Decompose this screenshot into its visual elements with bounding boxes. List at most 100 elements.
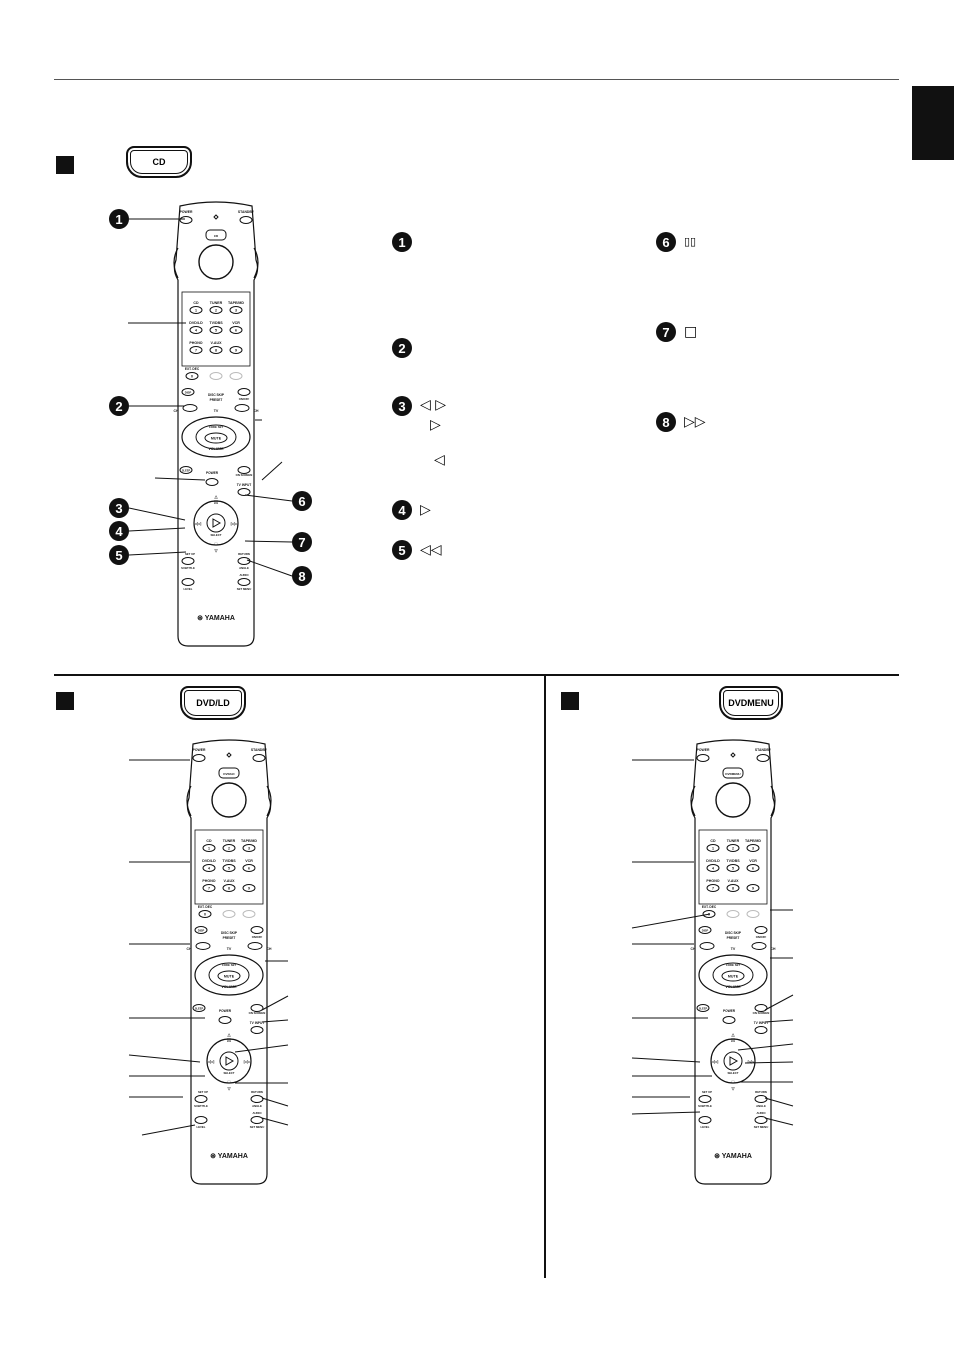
faded-key[interactable] <box>726 910 740 918</box>
level-button[interactable] <box>181 578 195 586</box>
on-off-label: ON/OFF <box>252 935 263 939</box>
input-label: CD <box>193 301 199 305</box>
number-key[interactable] <box>229 346 243 354</box>
on-screen-button[interactable] <box>237 466 251 474</box>
set-menu-button[interactable] <box>237 578 251 586</box>
on-screen-button[interactable] <box>250 1004 264 1012</box>
legend-callout-6: 6 <box>656 232 676 252</box>
number-key[interactable] <box>242 864 256 872</box>
selector-key-label[interactable]: CD <box>214 234 219 238</box>
number-label: 9 <box>752 886 754 890</box>
number-key[interactable] <box>209 306 223 314</box>
ch-minus-button[interactable] <box>182 404 198 412</box>
ch-plus-button[interactable] <box>247 942 263 950</box>
faded-key[interactable] <box>746 910 760 918</box>
power-button[interactable] <box>696 754 710 762</box>
number-key[interactable] <box>202 864 216 872</box>
set-up-button[interactable] <box>194 1095 208 1103</box>
standby-button[interactable] <box>239 216 253 224</box>
number-key[interactable] <box>726 864 740 872</box>
selector-key[interactable] <box>218 767 240 779</box>
play-button[interactable] <box>723 1051 743 1071</box>
right-arc-icon <box>770 785 776 817</box>
number-label: 4 <box>208 866 210 870</box>
on-screen-button[interactable] <box>754 1004 768 1012</box>
sleep-button[interactable] <box>696 1004 710 1012</box>
number-key[interactable] <box>706 864 720 872</box>
tv-power-button[interactable] <box>218 1016 232 1024</box>
ch-minus-button[interactable] <box>699 942 715 950</box>
selector-key-label[interactable]: DVD/LD <box>223 772 235 776</box>
number-key[interactable] <box>242 884 256 892</box>
sleep-button[interactable] <box>179 466 193 474</box>
standby-button[interactable] <box>756 754 770 762</box>
sleep-button[interactable] <box>192 1004 206 1012</box>
number-key[interactable] <box>746 864 760 872</box>
on-off-button[interactable] <box>754 926 768 934</box>
number-key[interactable] <box>746 844 760 852</box>
number-key[interactable] <box>189 326 203 334</box>
faded-key[interactable] <box>209 372 223 380</box>
ch-plus-button[interactable] <box>234 404 250 412</box>
number-key[interactable] <box>222 844 236 852</box>
number-key[interactable] <box>209 346 223 354</box>
number-key[interactable] <box>202 844 216 852</box>
level-button[interactable] <box>194 1116 208 1124</box>
tv-power-button[interactable] <box>722 1016 736 1024</box>
mute-button[interactable] <box>204 432 228 444</box>
selector-key-label[interactable]: DVDMENU <box>725 772 740 776</box>
number-key[interactable] <box>706 884 720 892</box>
number-key[interactable] <box>746 884 760 892</box>
number-key[interactable] <box>222 864 236 872</box>
set-menu-button[interactable] <box>754 1116 768 1124</box>
return-button[interactable] <box>250 1095 264 1103</box>
selector-key[interactable] <box>205 229 227 241</box>
selector-key[interactable] <box>722 767 744 779</box>
set-menu-button[interactable] <box>250 1116 264 1124</box>
number-key[interactable] <box>209 326 223 334</box>
disp-button[interactable] <box>194 926 208 934</box>
on-off-button[interactable] <box>237 388 251 396</box>
number-key[interactable] <box>202 884 216 892</box>
power-button[interactable] <box>179 216 193 224</box>
on-off-button[interactable] <box>250 926 264 934</box>
disp-button[interactable] <box>181 388 195 396</box>
mute-button[interactable] <box>217 970 241 982</box>
ch-plus-button[interactable] <box>751 942 767 950</box>
number-key[interactable] <box>726 844 740 852</box>
leader-line <box>764 1117 794 1126</box>
faded-key[interactable] <box>229 372 243 380</box>
legend-symbols-4: ▷ <box>420 502 431 518</box>
standby-button[interactable] <box>252 754 266 762</box>
number-key[interactable] <box>242 844 256 852</box>
number-key[interactable] <box>222 884 236 892</box>
power-button[interactable] <box>192 754 206 762</box>
play-button[interactable] <box>206 513 226 533</box>
number-key[interactable] <box>706 844 720 852</box>
ch-minus-button[interactable] <box>195 942 211 950</box>
zero-key[interactable] <box>185 372 199 380</box>
disp-button[interactable] <box>698 926 712 934</box>
set-up-button[interactable] <box>181 557 195 565</box>
mute-button[interactable] <box>721 970 745 982</box>
tv-power-button[interactable] <box>205 478 219 486</box>
faded-key[interactable] <box>222 910 236 918</box>
number-key[interactable] <box>229 326 243 334</box>
tv-input-button[interactable] <box>250 1026 264 1034</box>
tv-input-button[interactable] <box>237 488 251 496</box>
number-key[interactable] <box>229 306 243 314</box>
section-rule <box>54 674 899 676</box>
set-up-button[interactable] <box>698 1095 712 1103</box>
number-key[interactable] <box>726 884 740 892</box>
angle-label: ANGLE <box>239 566 249 570</box>
level-button[interactable] <box>698 1116 712 1124</box>
number-key[interactable] <box>189 346 203 354</box>
tv-input-button[interactable] <box>754 1026 768 1034</box>
faded-key[interactable] <box>242 910 256 918</box>
set-menu-label: SET MENU <box>250 1125 264 1129</box>
remote-callout-2: 2 <box>109 396 129 416</box>
number-key[interactable] <box>189 306 203 314</box>
zero-key[interactable] <box>198 910 212 918</box>
play-button[interactable] <box>219 1051 239 1071</box>
power-label: POWER <box>193 748 206 752</box>
